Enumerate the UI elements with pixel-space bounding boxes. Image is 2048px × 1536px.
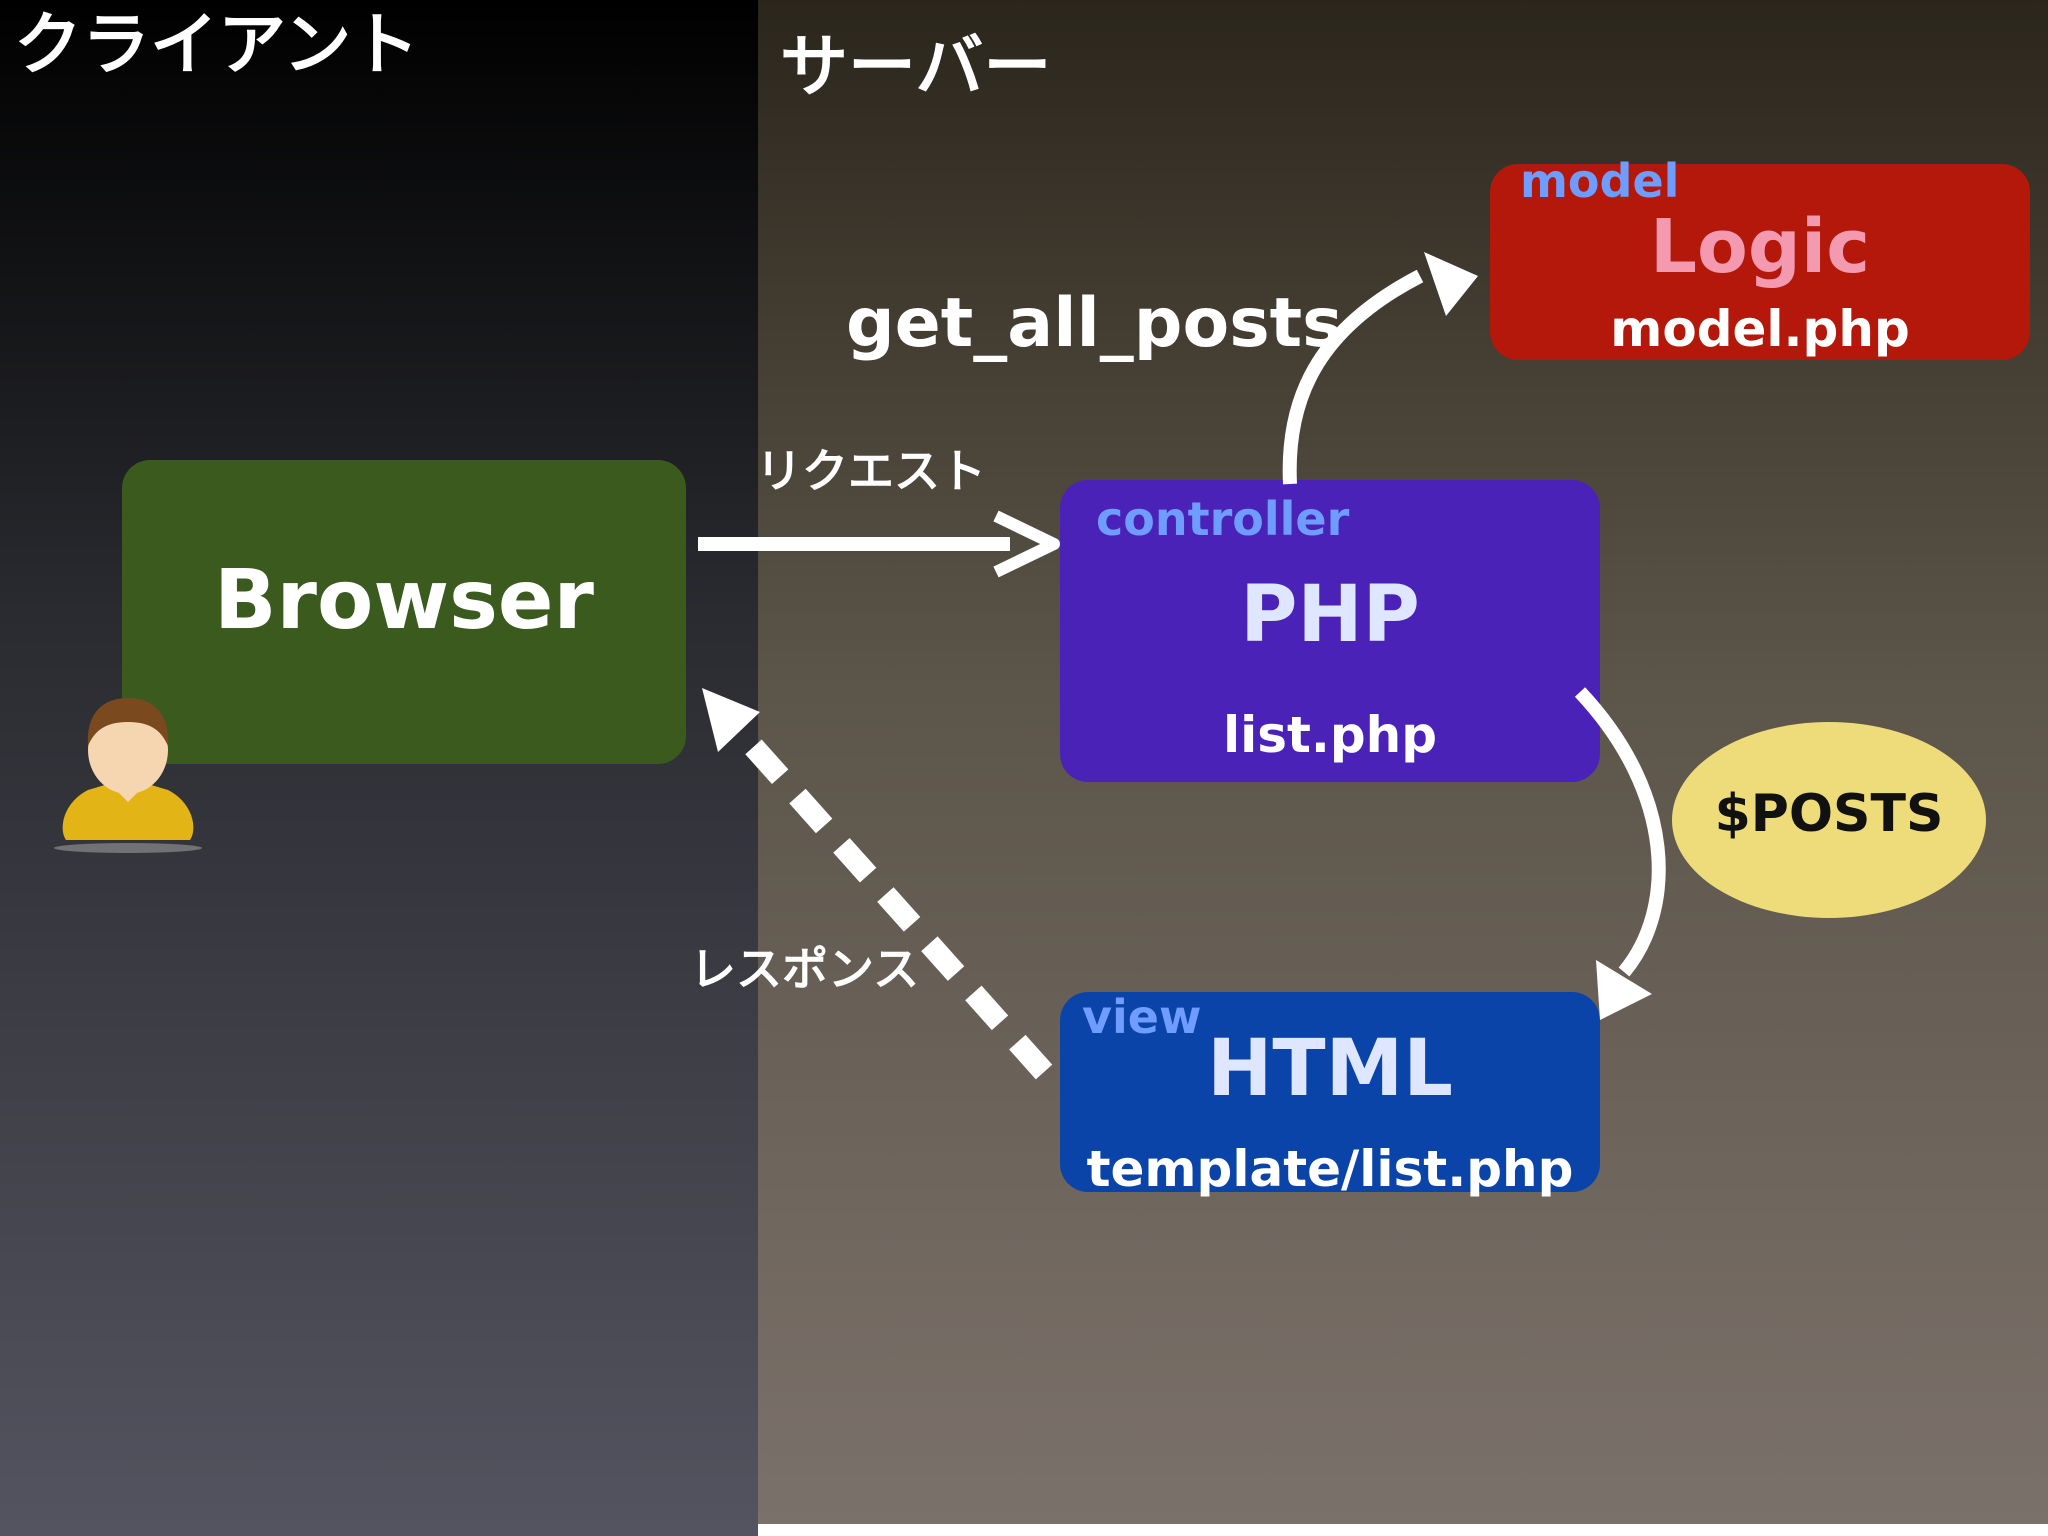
call-label: get_all_posts: [846, 284, 1343, 363]
view-tag: view: [1082, 990, 1202, 1044]
posts-label: $POSTS: [1714, 784, 1944, 844]
model-tag: model: [1520, 154, 1680, 208]
browser-label: Browser: [214, 553, 594, 648]
browser-box: Browser: [122, 460, 686, 764]
request-arrow: [698, 510, 1060, 578]
model-box: model Logic model.php: [1490, 158, 2030, 360]
response-arrow: [702, 688, 1053, 1080]
view-file: template/list.php: [1086, 1140, 1574, 1198]
model-file: model.php: [1610, 300, 1910, 358]
controller-file: list.php: [1222, 706, 1438, 764]
response-label: レスポンス: [690, 942, 920, 996]
controller-box: controller PHP list.php: [1060, 480, 1600, 782]
model-title: Logic: [1649, 204, 1871, 290]
server-title: サーバー: [780, 28, 1052, 107]
posts-bubble: $POSTS: [1672, 722, 1986, 918]
controller-title: PHP: [1240, 570, 1420, 660]
call-arrow: [1282, 252, 1478, 485]
request-label: リクエスト: [756, 444, 986, 498]
client-title: クライアント: [14, 6, 420, 85]
data-arrow: [1574, 687, 1666, 1020]
user-icon: [52, 680, 204, 856]
view-title: HTML: [1207, 1024, 1453, 1114]
view-box: view HTML template/list.php: [1060, 990, 1600, 1198]
controller-tag: controller: [1096, 492, 1350, 546]
